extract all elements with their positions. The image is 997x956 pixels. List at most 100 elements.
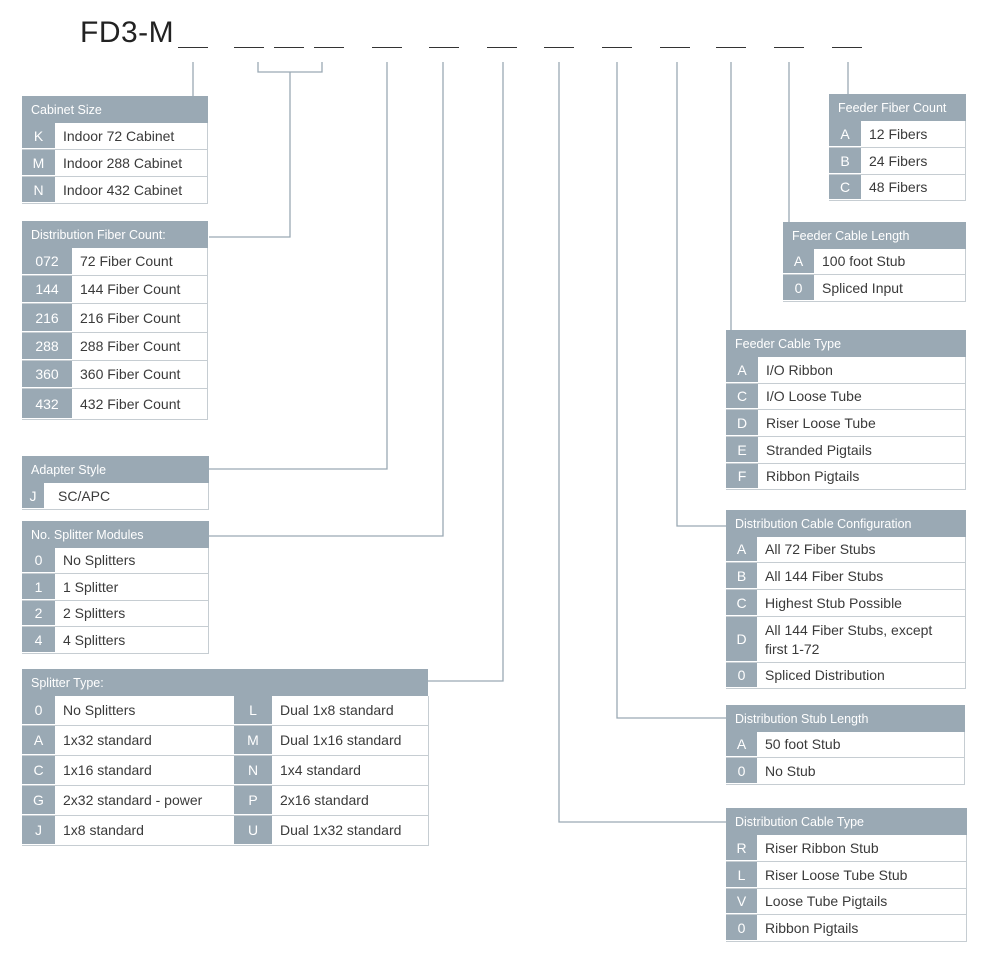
row-code: E (726, 437, 758, 463)
row-label: Indoor 432 Cabinet (63, 181, 183, 198)
row-label: 360 Fiber Count (80, 366, 181, 382)
table-row: A 12 Fibers (829, 121, 966, 148)
row-label: 50 foot Stub (765, 736, 841, 752)
table-feeder-cable-type: Feeder Cable Type A I/O Ribbon C I/O Loo… (726, 330, 966, 490)
row-label: Riser Loose Tube (766, 414, 876, 431)
row-label: I/O Ribbon (766, 361, 833, 378)
row-label: 48 Fibers (869, 179, 928, 195)
table-row: A 50 foot Stub (726, 732, 965, 758)
row-code: 0 (726, 758, 757, 784)
blank-adapter-style (372, 47, 402, 48)
row-code: 216 (22, 304, 72, 332)
row-label: Dual 1x16 standard (280, 732, 402, 748)
row-code: 0 (22, 548, 55, 573)
table-row: J SC/APC (22, 483, 209, 510)
connector-splitter-modules (209, 62, 444, 537)
table-row: L Riser Loose Tube Stub (726, 862, 967, 889)
table-row: 144 144 Fiber Count (22, 276, 208, 304)
row-code: 432 (22, 389, 72, 419)
table-row: 2 2 Splitters (22, 601, 209, 627)
table-row: C Highest Stub Possible (726, 590, 966, 617)
row-code: M (22, 150, 55, 176)
row-label: All 144 Fiber Stubs, except first 1-72 (765, 621, 933, 657)
row-code: C (829, 175, 861, 200)
table-cell: L Dual 1x8 standard (234, 696, 429, 726)
row-code: J (22, 483, 44, 509)
table-row: V Loose Tube Pigtails (726, 889, 967, 915)
row-code: B (726, 563, 757, 589)
blank-fiber-count-1 (234, 47, 264, 48)
row-label: No Splitters (63, 552, 136, 568)
row-code: A (726, 732, 757, 757)
table-row: D All 144 Fiber Stubs, except first 1-72 (726, 617, 966, 663)
blank-splitter-type (487, 47, 517, 48)
row-code: 072 (22, 248, 72, 275)
blank-cabinet-size (178, 47, 208, 48)
table-row: 360 360 Fiber Count (22, 361, 208, 389)
table-row: 432 432 Fiber Count (22, 389, 208, 420)
table-row: 072 72 Fiber Count (22, 248, 208, 276)
row-code: 2 (22, 601, 55, 626)
row-label: SC/APC (58, 487, 111, 504)
table-row: 216 216 Fiber Count (22, 304, 208, 333)
blank-fiber-count-3 (314, 47, 344, 48)
row-code: B (829, 148, 861, 174)
table-title: Splitter Type: (22, 669, 428, 696)
row-label: 12 Fibers (869, 125, 928, 142)
table-row: 0 Ribbon Pigtails (726, 915, 967, 942)
row-code: 1 (22, 574, 55, 600)
table-row: 0 Spliced Distribution (726, 663, 966, 689)
table-distribution-cable-type: Distribution Cable Type R Riser Ribbon S… (726, 808, 967, 942)
row-label: Ribbon Pigtails (766, 468, 860, 484)
row-label: 144 Fiber Count (80, 281, 181, 297)
row-label: 1x32 standard (63, 732, 152, 748)
table-title: Cabinet Size (22, 96, 208, 123)
table-cabinet-size: Cabinet Size K Indoor 72 Cabinet M Indoo… (22, 96, 208, 204)
blank-feeder-fiber-count (832, 47, 862, 48)
row-label: Spliced Input (822, 279, 903, 296)
connector-adapter-style (209, 62, 388, 470)
table-row: 288 288 Fiber Count (22, 333, 208, 361)
table-row: D Riser Loose Tube (726, 410, 966, 437)
table-splitter-type: Splitter Type: 0 No Splitters L Dual 1x8… (22, 669, 429, 846)
row-code: K (22, 123, 55, 149)
row-code: C (726, 384, 758, 409)
table-cell: U Dual 1x32 standard (234, 816, 429, 846)
table-cell: M Dual 1x16 standard (234, 726, 429, 756)
row-code: U (234, 816, 272, 845)
table-title: Distribution Fiber Count: (22, 221, 208, 248)
part-number-prefix: FD3-M (80, 16, 175, 49)
row-label: 216 Fiber Count (80, 309, 181, 326)
row-label: 2 Splitters (63, 605, 126, 621)
blank-dist-cable-type (544, 47, 574, 48)
blank-dist-cable-config (660, 47, 690, 48)
row-code: D (726, 617, 757, 662)
table-cell: G 2x32 standard - power (22, 786, 234, 816)
row-label: 1 Splitter (63, 578, 119, 595)
row-code: 0 (726, 663, 757, 688)
row-label: No Stub (765, 762, 816, 779)
table-title: Feeder Fiber Count (829, 94, 966, 121)
row-code: N (22, 177, 55, 203)
row-code: A (783, 249, 814, 274)
row-label: All 144 Fiber Stubs (765, 567, 884, 584)
row-code: L (234, 696, 272, 725)
table-row: K Indoor 72 Cabinet (22, 123, 208, 150)
table-title: Adapter Style (22, 456, 209, 483)
table-cell: 0 No Splitters (22, 696, 234, 726)
row-code: F (726, 464, 758, 489)
row-label: Riser Ribbon Stub (765, 839, 879, 856)
row-code: 4 (22, 627, 55, 653)
row-label: 1x4 standard (280, 762, 361, 778)
row-code: 0 (783, 275, 814, 301)
row-label: 24 Fibers (869, 152, 928, 169)
row-label: Indoor 72 Cabinet (63, 127, 175, 144)
table-distribution-stub-length: Distribution Stub Length A 50 foot Stub … (726, 705, 965, 785)
connector-dist-stub-length (616, 62, 726, 719)
row-code: C (22, 756, 55, 785)
table-row: B All 144 Fiber Stubs (726, 563, 966, 590)
row-code: C (726, 590, 757, 616)
blank-feeder-cable-type (716, 47, 746, 48)
table-row: 0 No Stub (726, 758, 965, 785)
table-cell: P 2x16 standard (234, 786, 429, 816)
